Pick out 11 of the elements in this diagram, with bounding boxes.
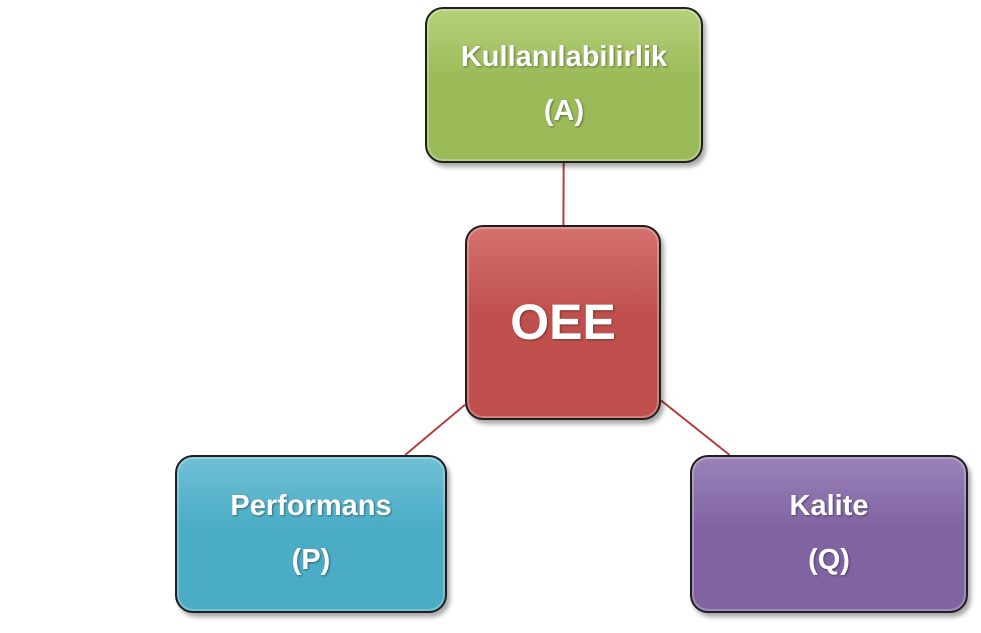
connector-line [404, 404, 466, 456]
rounded-box [175, 455, 447, 613]
box-label: Performans (P) [229, 489, 393, 578]
connector-line [562, 163, 565, 225]
box-label: Kalite (Q) [788, 489, 870, 578]
rounded-box [425, 7, 703, 163]
connector-line [660, 400, 730, 456]
rounded-box [690, 455, 968, 613]
box-label: Kullanılabilirlik (A) [460, 40, 668, 129]
box-label: OEE [510, 293, 616, 352]
rounded-box [465, 225, 661, 420]
